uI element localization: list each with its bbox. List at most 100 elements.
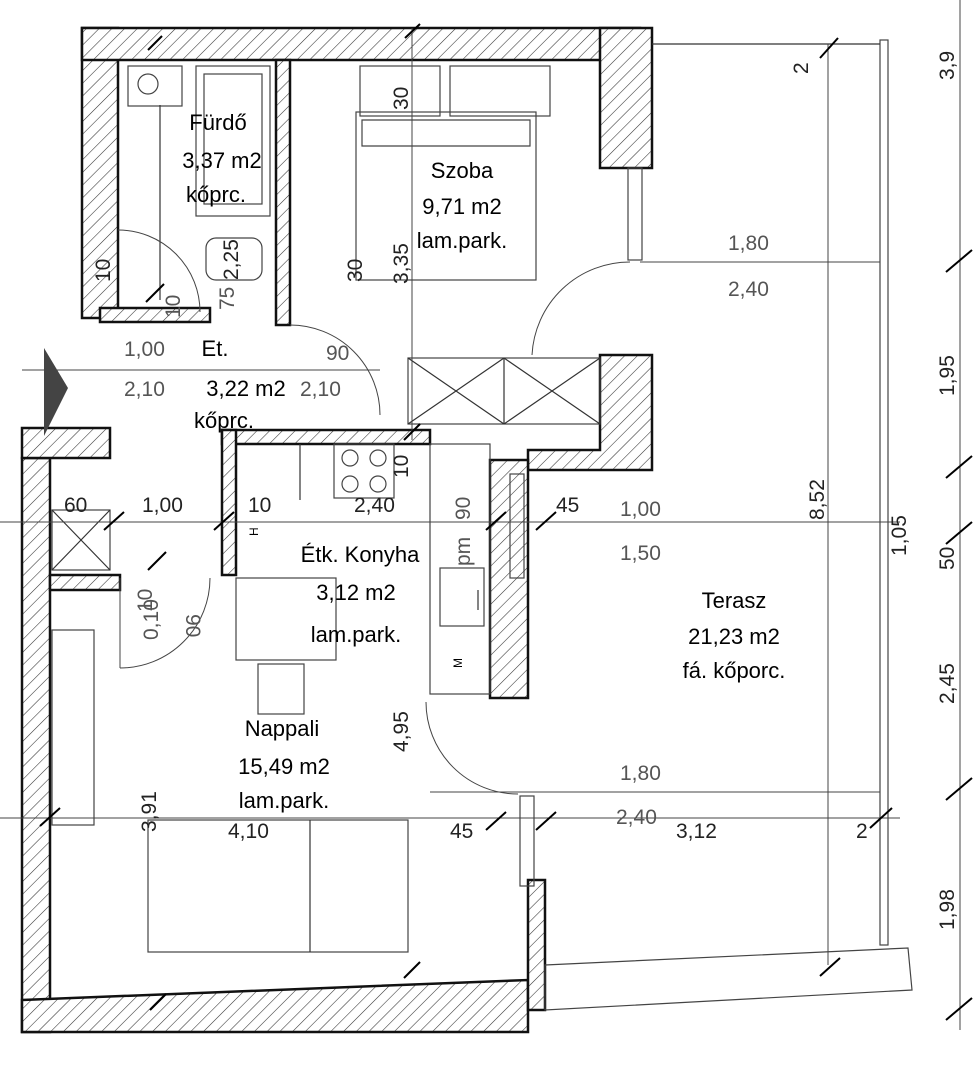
dim-label: 1,00 <box>142 494 183 517</box>
room-area: 3,12 m2 <box>316 580 396 605</box>
door-szoba-terasz <box>531 261 631 356</box>
dim-label: 45 <box>450 820 473 843</box>
room-area: 3,22 m2 <box>206 376 286 401</box>
room-floor: fá. kőporc. <box>683 658 786 683</box>
furniture <box>51 39 913 1011</box>
wall-closet <box>48 573 122 592</box>
hob-ring-3 <box>341 475 359 493</box>
room-floor: kőprc. <box>186 182 246 207</box>
wall-kitchen-right <box>488 458 530 700</box>
dim-label: 4,10 <box>228 820 269 843</box>
dim-label: 10 <box>248 494 271 517</box>
dining-table <box>235 577 337 661</box>
door-bath <box>117 229 201 313</box>
dim-label: 30 <box>390 87 413 110</box>
hob-ring-2 <box>369 449 387 467</box>
room-label-et: Et. 3,22 m2 kőprc. <box>194 336 286 433</box>
door-entry <box>289 324 381 416</box>
toilet <box>205 237 263 281</box>
dim-label: 1,00 <box>620 498 661 521</box>
room-floor: lam.park. <box>417 228 507 253</box>
dim-label: 30 <box>344 259 367 282</box>
room-name: Szoba <box>431 158 494 183</box>
room-area: 21,23 m2 <box>688 624 780 649</box>
dim-label: 1,80 <box>620 762 661 785</box>
room-name: Étk. Konyha <box>301 542 420 567</box>
dim-label: pm <box>452 537 475 566</box>
washbasin-bowl <box>137 73 159 95</box>
dim-label: 90 <box>326 342 349 365</box>
dim-label: 0,10 <box>140 599 163 640</box>
dim-label: 1,80 <box>728 232 769 255</box>
dim-label: 10 <box>390 455 413 478</box>
wall-szoba-right <box>598 26 654 170</box>
room-area: 9,71 m2 <box>422 194 502 219</box>
hob-ring-4 <box>369 475 387 493</box>
bed-pillows <box>361 119 531 147</box>
terrace-window-3 <box>519 795 535 887</box>
room-label-konyha: Étk. Konyha 3,12 m2 lam.park. <box>301 542 420 647</box>
terrace-window-1 <box>627 167 643 261</box>
washbasin <box>127 65 183 107</box>
wall-kitchen-left <box>220 428 238 577</box>
wall-nappali-right <box>526 878 547 1012</box>
wall-top <box>80 26 642 62</box>
wardrobe-left <box>359 65 441 117</box>
terrace-railing-bottom <box>544 947 913 1011</box>
wall-bath-right <box>274 58 292 327</box>
wall-mid-block <box>526 353 654 472</box>
room-floor: lam.park. <box>239 788 329 813</box>
dim-label: 1,50 <box>620 542 661 565</box>
room-area: 3,37 m2 <box>182 148 262 173</box>
dim-label: 3,9 <box>936 51 959 80</box>
door-living <box>119 577 211 669</box>
dim-label: 2,40 <box>616 806 657 829</box>
dim-label: M <box>451 658 465 668</box>
room-label-nappali: Nappali 15,49 m2 lam.park. <box>238 716 330 813</box>
dim-label: 2 <box>790 62 813 74</box>
entry-arrow-icon <box>44 348 68 436</box>
room-label-furdo: Fürdő 3,37 m2 kőprc. <box>182 110 262 207</box>
dim-label: 90 <box>452 497 475 520</box>
hall-wardrobe <box>407 357 601 425</box>
dim-label: 75 <box>216 287 239 310</box>
sink <box>439 567 485 627</box>
living-wardrobe <box>51 629 95 826</box>
dim-label: 1,95 <box>936 355 959 396</box>
entry-closet <box>51 509 111 571</box>
room-name: Et. <box>202 336 229 361</box>
dim-label: 50 <box>936 547 959 570</box>
wall-left-lower <box>20 456 52 1034</box>
dim-label: 10 <box>92 259 115 282</box>
room-name: Nappali <box>245 716 320 741</box>
dim-label: 2,10 <box>124 378 165 401</box>
dimension-lines <box>0 0 973 1030</box>
hob-ring-1 <box>341 449 359 467</box>
doors <box>117 229 631 795</box>
room-label-szoba: Szoba 9,71 m2 lam.park. <box>417 158 507 253</box>
room-floor: lam.park. <box>311 622 401 647</box>
walls <box>20 26 654 1034</box>
dim-label: 3,35 <box>390 243 413 284</box>
dim-label: 90 <box>181 614 204 637</box>
dim-label: 2,40 <box>728 278 769 301</box>
dim-label: 2 <box>856 820 868 843</box>
wall-bottom <box>20 978 530 1034</box>
dim-label: 8,52 <box>806 479 829 520</box>
room-area: 15,49 m2 <box>238 754 330 779</box>
wall-bath-bottom <box>98 306 212 324</box>
wall-entry-notch <box>20 426 112 460</box>
dining-chair <box>257 663 305 715</box>
dim-label: 10 <box>162 295 185 318</box>
terrace-railing-right <box>879 39 889 946</box>
terrace-window-2 <box>509 473 525 579</box>
dim-label: 60 <box>64 494 87 517</box>
room-name: Fürdő <box>189 110 246 135</box>
wardrobe-right <box>449 65 551 117</box>
dim-label: 10 <box>134 589 157 612</box>
dim-label: 2,40 <box>354 494 395 517</box>
room-floor: kőprc. <box>194 408 254 433</box>
shower-tray <box>195 65 271 217</box>
room-label-terasz: Terasz 21,23 m2 fá. kőporc. <box>683 588 786 683</box>
dim-label: 1,00 <box>124 338 165 361</box>
